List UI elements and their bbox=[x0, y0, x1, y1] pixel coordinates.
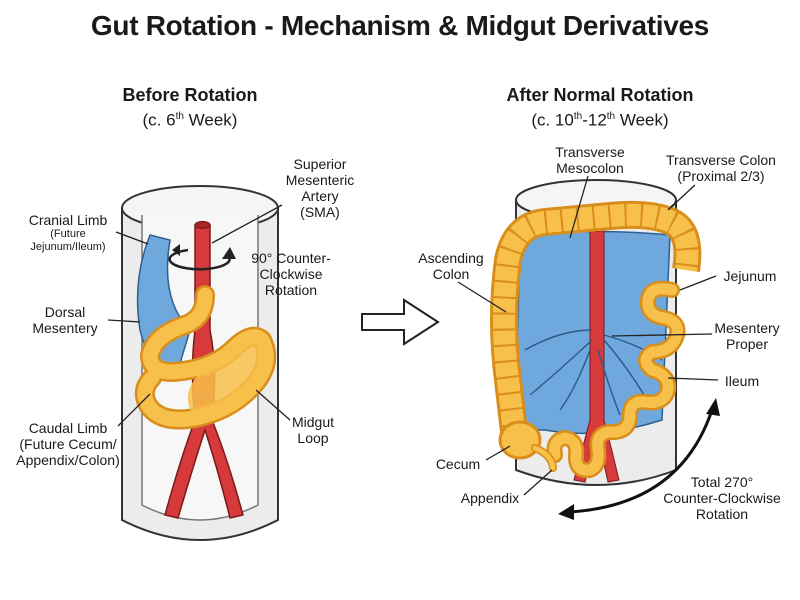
cecum-label: Cecum bbox=[435, 456, 481, 472]
midgut-loop-label: Midgut Loop bbox=[291, 414, 335, 446]
left-subheading: (c. 6th Week) bbox=[142, 110, 238, 130]
transverse-mesocolon-label: Transverse Mesocolon bbox=[555, 144, 625, 176]
caudal-limb-label: Caudal Limb (Future Cecum/ Appendix/Colo… bbox=[16, 420, 120, 468]
rotation-arrow-icon bbox=[168, 244, 236, 271]
transverse-colon-label: Transverse Colon (Proximal 2/3) bbox=[666, 152, 776, 184]
midgut-loop-fill bbox=[187, 336, 267, 418]
left-leader-lines bbox=[107, 204, 291, 427]
left-panel-heading: Before Rotation (c. 6th Week) bbox=[40, 84, 340, 132]
cecum-shape bbox=[498, 420, 542, 460]
right-panel-heading: After Normal Rotation (c. 10th-12th Week… bbox=[450, 84, 750, 132]
left-diagram bbox=[107, 185, 291, 541]
cranial-limb-label: Cranial Limb (Future Jejunum/Ileum) bbox=[28, 212, 108, 253]
colon bbox=[493, 203, 699, 442]
ascending-colon-label: Ascending Colon bbox=[418, 250, 484, 282]
sma-origin bbox=[194, 220, 211, 230]
curved-double-arrow-icon bbox=[558, 398, 720, 520]
sma-label: Superior Mesenteric Artery (SMA) bbox=[285, 156, 355, 220]
appendix-shape bbox=[532, 445, 556, 471]
right-leader-lines bbox=[457, 175, 719, 496]
appendix-label: Appendix bbox=[460, 490, 520, 506]
right-heading: After Normal Rotation bbox=[506, 85, 694, 105]
total-rotation-label: Total 270° Counter-Clockwise Rotation bbox=[663, 474, 781, 522]
ileum-label: Ileum bbox=[724, 373, 760, 389]
right-diagram bbox=[457, 175, 720, 520]
rotation-90-label: 90° Counter- Clockwise Rotation bbox=[251, 250, 331, 298]
right-arrow-icon bbox=[361, 298, 440, 346]
jejunum-label: Jejunum bbox=[723, 268, 777, 284]
small-intestine bbox=[549, 283, 683, 476]
mesentery-proper-label: Mesentery Proper bbox=[714, 320, 780, 352]
left-heading: Before Rotation bbox=[122, 85, 258, 105]
right-subheading: (c. 10th-12th Week) bbox=[531, 110, 669, 130]
diagram-title: Gut Rotation - Mechanism & Midgut Deriva… bbox=[90, 10, 710, 41]
dorsal-mesentery-label: Dorsal Mesentery bbox=[32, 304, 98, 336]
